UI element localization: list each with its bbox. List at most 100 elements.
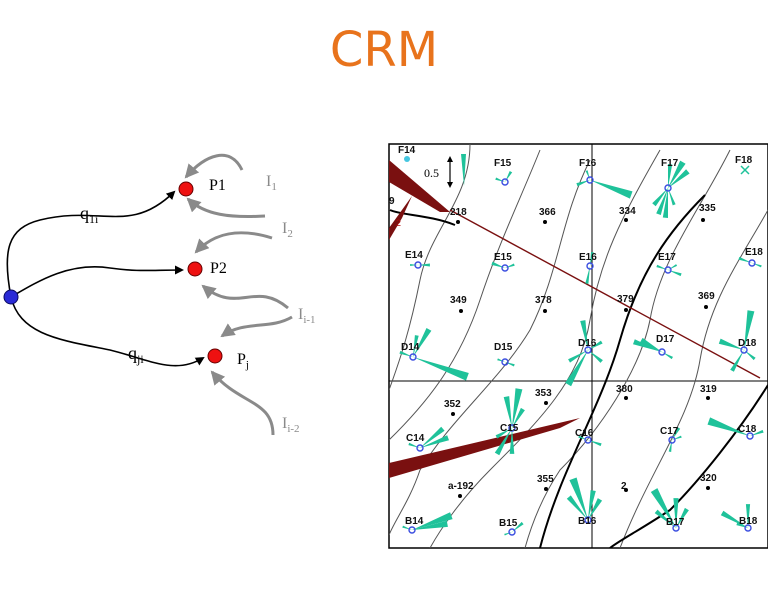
well-marker-b18 — [744, 524, 752, 532]
well-marker-c14 — [416, 444, 424, 452]
rose-wedge-f17-3 — [656, 188, 668, 215]
well-label-e16: E16 — [579, 252, 597, 263]
well-label-c15: C15 — [500, 423, 519, 434]
rose-wedge-b17-0 — [650, 488, 676, 528]
rose-wedges — [399, 160, 764, 536]
well-marker-b16 — [584, 516, 592, 524]
well-label-e17: E17 — [658, 252, 676, 263]
well-marker-b17 — [672, 524, 680, 532]
scale-arrow-down — [447, 182, 453, 188]
well-marker-c18 — [746, 432, 754, 440]
number-369: 369 — [698, 291, 715, 302]
rose-wedge-d14-1 — [413, 357, 469, 381]
slide-title: CRM — [329, 22, 439, 78]
rose-wedge-f16-0 — [590, 180, 633, 199]
number-349: 349 — [450, 295, 467, 306]
rose-wedge-e14-1 — [410, 264, 418, 266]
rose-wedge-c15-5 — [495, 428, 512, 439]
well-label-f15: F15 — [494, 158, 512, 169]
rose-wedge-c15-0 — [512, 388, 523, 428]
rose-wedge-d18-1 — [718, 338, 744, 350]
label-qji: qji — [128, 343, 144, 366]
injection-arrow-6 — [210, 370, 275, 436]
label-p2: P2 — [210, 260, 227, 277]
rose-wedge-b16-2 — [588, 498, 603, 520]
rose-wedge-e18-0 — [738, 256, 752, 263]
well-label-f16: F16 — [579, 158, 597, 169]
rose-wedge-d15-1 — [497, 358, 505, 362]
rose-wedge-e16-1 — [585, 266, 590, 284]
well-label-d15: D15 — [494, 342, 513, 353]
well-label-b15: B15 — [499, 518, 518, 529]
number-319: 319 — [700, 384, 717, 395]
well-marker-d16 — [584, 346, 592, 354]
rose-wedge-d14-0 — [413, 328, 432, 357]
cross-marker — [740, 165, 750, 175]
flow-arrow-p2 — [10, 265, 184, 298]
rose-wedge-f17-1 — [668, 169, 690, 188]
rose-wedge-e15-0 — [491, 261, 505, 268]
number-335: 335 — [699, 203, 716, 214]
edge-mark-2: 2 — [396, 218, 401, 228]
injection-arrow-2 — [186, 197, 266, 219]
fault-wedge-top — [389, 160, 450, 212]
well-marker-d17 — [658, 348, 666, 356]
crm-diagram: P1 P2 Pj I1 I2 Ii-1 Ii-2 q1i qji — [3, 153, 316, 436]
well-label-e14: E14 — [405, 250, 423, 261]
label-p1: P1 — [209, 177, 226, 194]
number-353: 353 — [535, 388, 552, 399]
well-label-c18: C18 — [738, 424, 757, 435]
injection-arrow-5 — [220, 315, 293, 338]
rose-wedge-c15-2 — [494, 428, 512, 456]
rose-wedge-d18-0 — [744, 310, 755, 350]
rose-wedge-b14-1 — [412, 520, 448, 530]
label-i2: I2 — [282, 220, 293, 240]
rose-wedge-f17-4 — [662, 188, 668, 218]
rose-wedge-c15-3 — [509, 428, 515, 454]
number-dots — [451, 218, 710, 498]
label-pj: Pj — [237, 351, 249, 371]
well-label-b14: B14 — [405, 516, 424, 527]
rose-wedge-d16-4 — [565, 350, 588, 387]
well-marker-e15 — [501, 264, 509, 272]
number-352: 352 — [444, 399, 461, 410]
rose-wedge-b16-0 — [569, 477, 588, 520]
producer-node-pj — [207, 348, 223, 364]
rose-wedge-d17-0 — [640, 337, 662, 352]
contour-bold-3 — [389, 209, 456, 226]
well-marker-e16 — [586, 262, 594, 270]
rose-wedge-b15-1 — [504, 532, 512, 536]
injection-arrow-4 — [201, 284, 289, 310]
rose-wedge-d14-3 — [399, 350, 413, 357]
rose-wedge-c15-4 — [512, 407, 525, 428]
rose-wedge-c17-0 — [672, 427, 681, 440]
number-2: 2 — [621, 481, 627, 492]
rose-wedge-d18-3 — [730, 350, 744, 372]
rose-wedge-b17-2 — [676, 507, 689, 528]
well-label-b18: B18 — [739, 516, 758, 527]
number-380: 380 — [616, 384, 633, 395]
scale-wedge — [461, 154, 466, 186]
contour-bold-1 — [539, 194, 706, 548]
number-355: 355 — [537, 474, 554, 485]
well-marker-f15 — [501, 178, 509, 186]
rose-wedge-b14-0 — [412, 512, 453, 530]
well-marker-b15 — [508, 528, 516, 536]
rose-wedge-b16-3 — [566, 495, 588, 520]
well-marker-e18 — [748, 259, 756, 267]
number-366: 366 — [539, 207, 556, 218]
rose-wedge-b17-3 — [654, 509, 676, 528]
number-334: 334 — [619, 206, 636, 217]
well-label-b16: B16 — [578, 516, 597, 527]
edge-mark-9: 9 — [389, 196, 395, 207]
reservoir-map: 0.5 — [388, 143, 768, 549]
number-320: 320 — [700, 473, 717, 484]
rose-wedge-d16-1 — [568, 350, 588, 363]
well-label-b17: B17 — [666, 517, 685, 528]
well-marker-e14 — [414, 261, 422, 269]
fault-wedge-bottom — [389, 418, 580, 478]
f14-marker — [404, 156, 410, 162]
rose-wedge-e14-0 — [418, 263, 430, 267]
number-378: 378 — [535, 295, 552, 306]
